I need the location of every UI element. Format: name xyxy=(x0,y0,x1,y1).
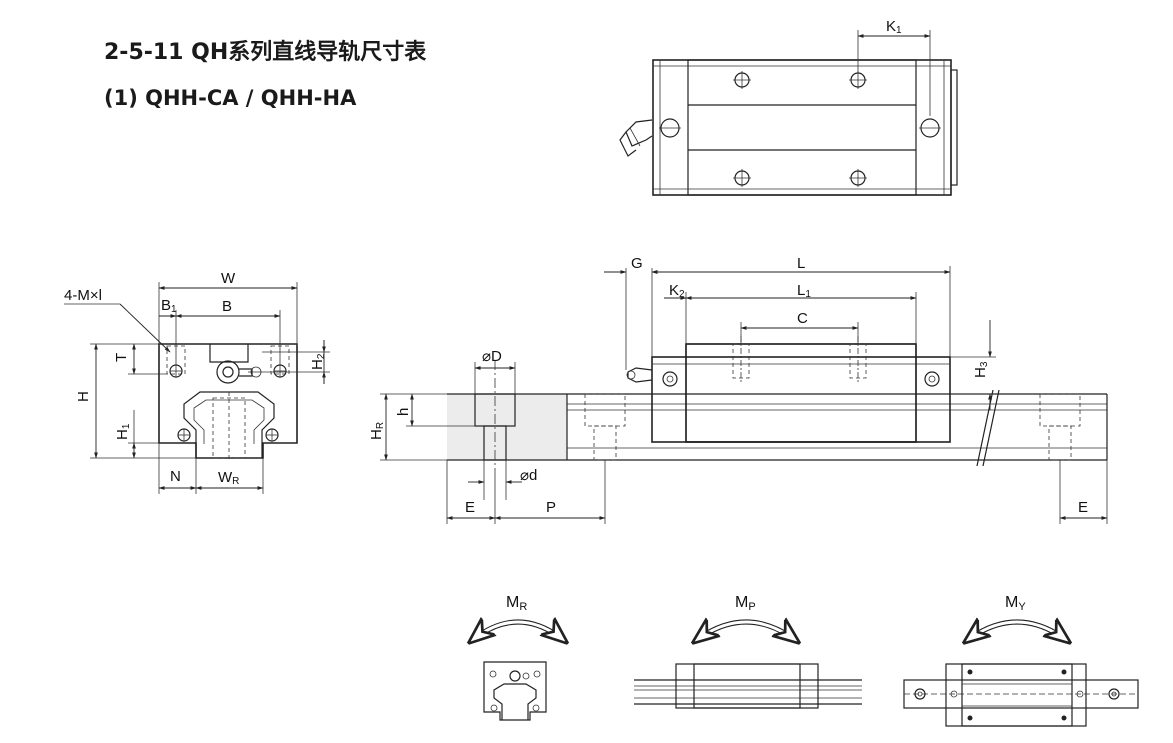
dim-k1: K1 xyxy=(886,18,902,36)
dim-h1: H1 xyxy=(114,423,132,440)
dim-w: W xyxy=(221,270,236,287)
moment-mp: MP xyxy=(634,594,862,709)
top-view: K1 xyxy=(619,18,958,196)
dim-wr: WR xyxy=(218,469,239,487)
page-title: 2-5-11 QH系列直线导轨尺寸表 xyxy=(104,40,427,65)
dim-e-right: E xyxy=(1078,499,1088,516)
moment-mr: MR xyxy=(470,594,566,721)
dim-hr: HR xyxy=(368,422,386,440)
dim-k2: K2 xyxy=(669,282,685,300)
svg-text:MR: MR xyxy=(506,594,527,613)
label-tap: 4-M×l xyxy=(64,287,102,304)
dim-t: T xyxy=(113,353,130,362)
moment-my: MY xyxy=(903,594,1139,727)
dim-c: C xyxy=(797,310,808,327)
dim-n: N xyxy=(170,468,181,485)
dim-p: P xyxy=(546,499,556,516)
dim-b: B xyxy=(222,298,232,315)
svg-text:MP: MP xyxy=(735,594,756,613)
mounting-hole xyxy=(659,71,941,187)
dim-l: L xyxy=(797,255,805,272)
dim-e-left: E xyxy=(465,499,475,516)
dim-d-small: ⌀d xyxy=(520,467,537,484)
svg-text:MY: MY xyxy=(1005,594,1026,613)
model-subtitle: (1) QHH-CA / QHH-HA xyxy=(104,86,357,110)
end-view: W B B1 4-M×l H T H1 H2 xyxy=(64,270,330,494)
dim-g: G xyxy=(631,255,643,272)
side-view: G L K2 L1 C H3 ⌀D h HR xyxy=(368,255,1108,524)
dim-b1: B1 xyxy=(161,297,177,315)
dim-h3: H3 xyxy=(972,361,990,378)
dim-h-small: h xyxy=(395,408,412,416)
dim-d-large: ⌀D xyxy=(482,348,502,365)
dim-h: H xyxy=(75,391,92,402)
dim-h2: H2 xyxy=(309,353,327,370)
grease-nipple xyxy=(619,119,653,157)
dim-l1: L1 xyxy=(797,282,811,300)
